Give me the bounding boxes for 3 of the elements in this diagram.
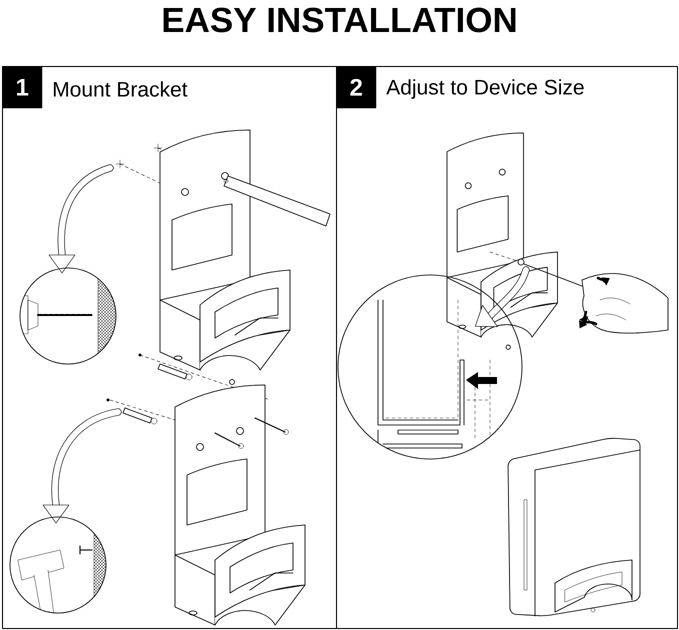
step-number: 2 [336, 66, 376, 108]
title: EASY INSTALLATION [164, 8, 516, 32]
step-number: 1 [2, 66, 42, 108]
